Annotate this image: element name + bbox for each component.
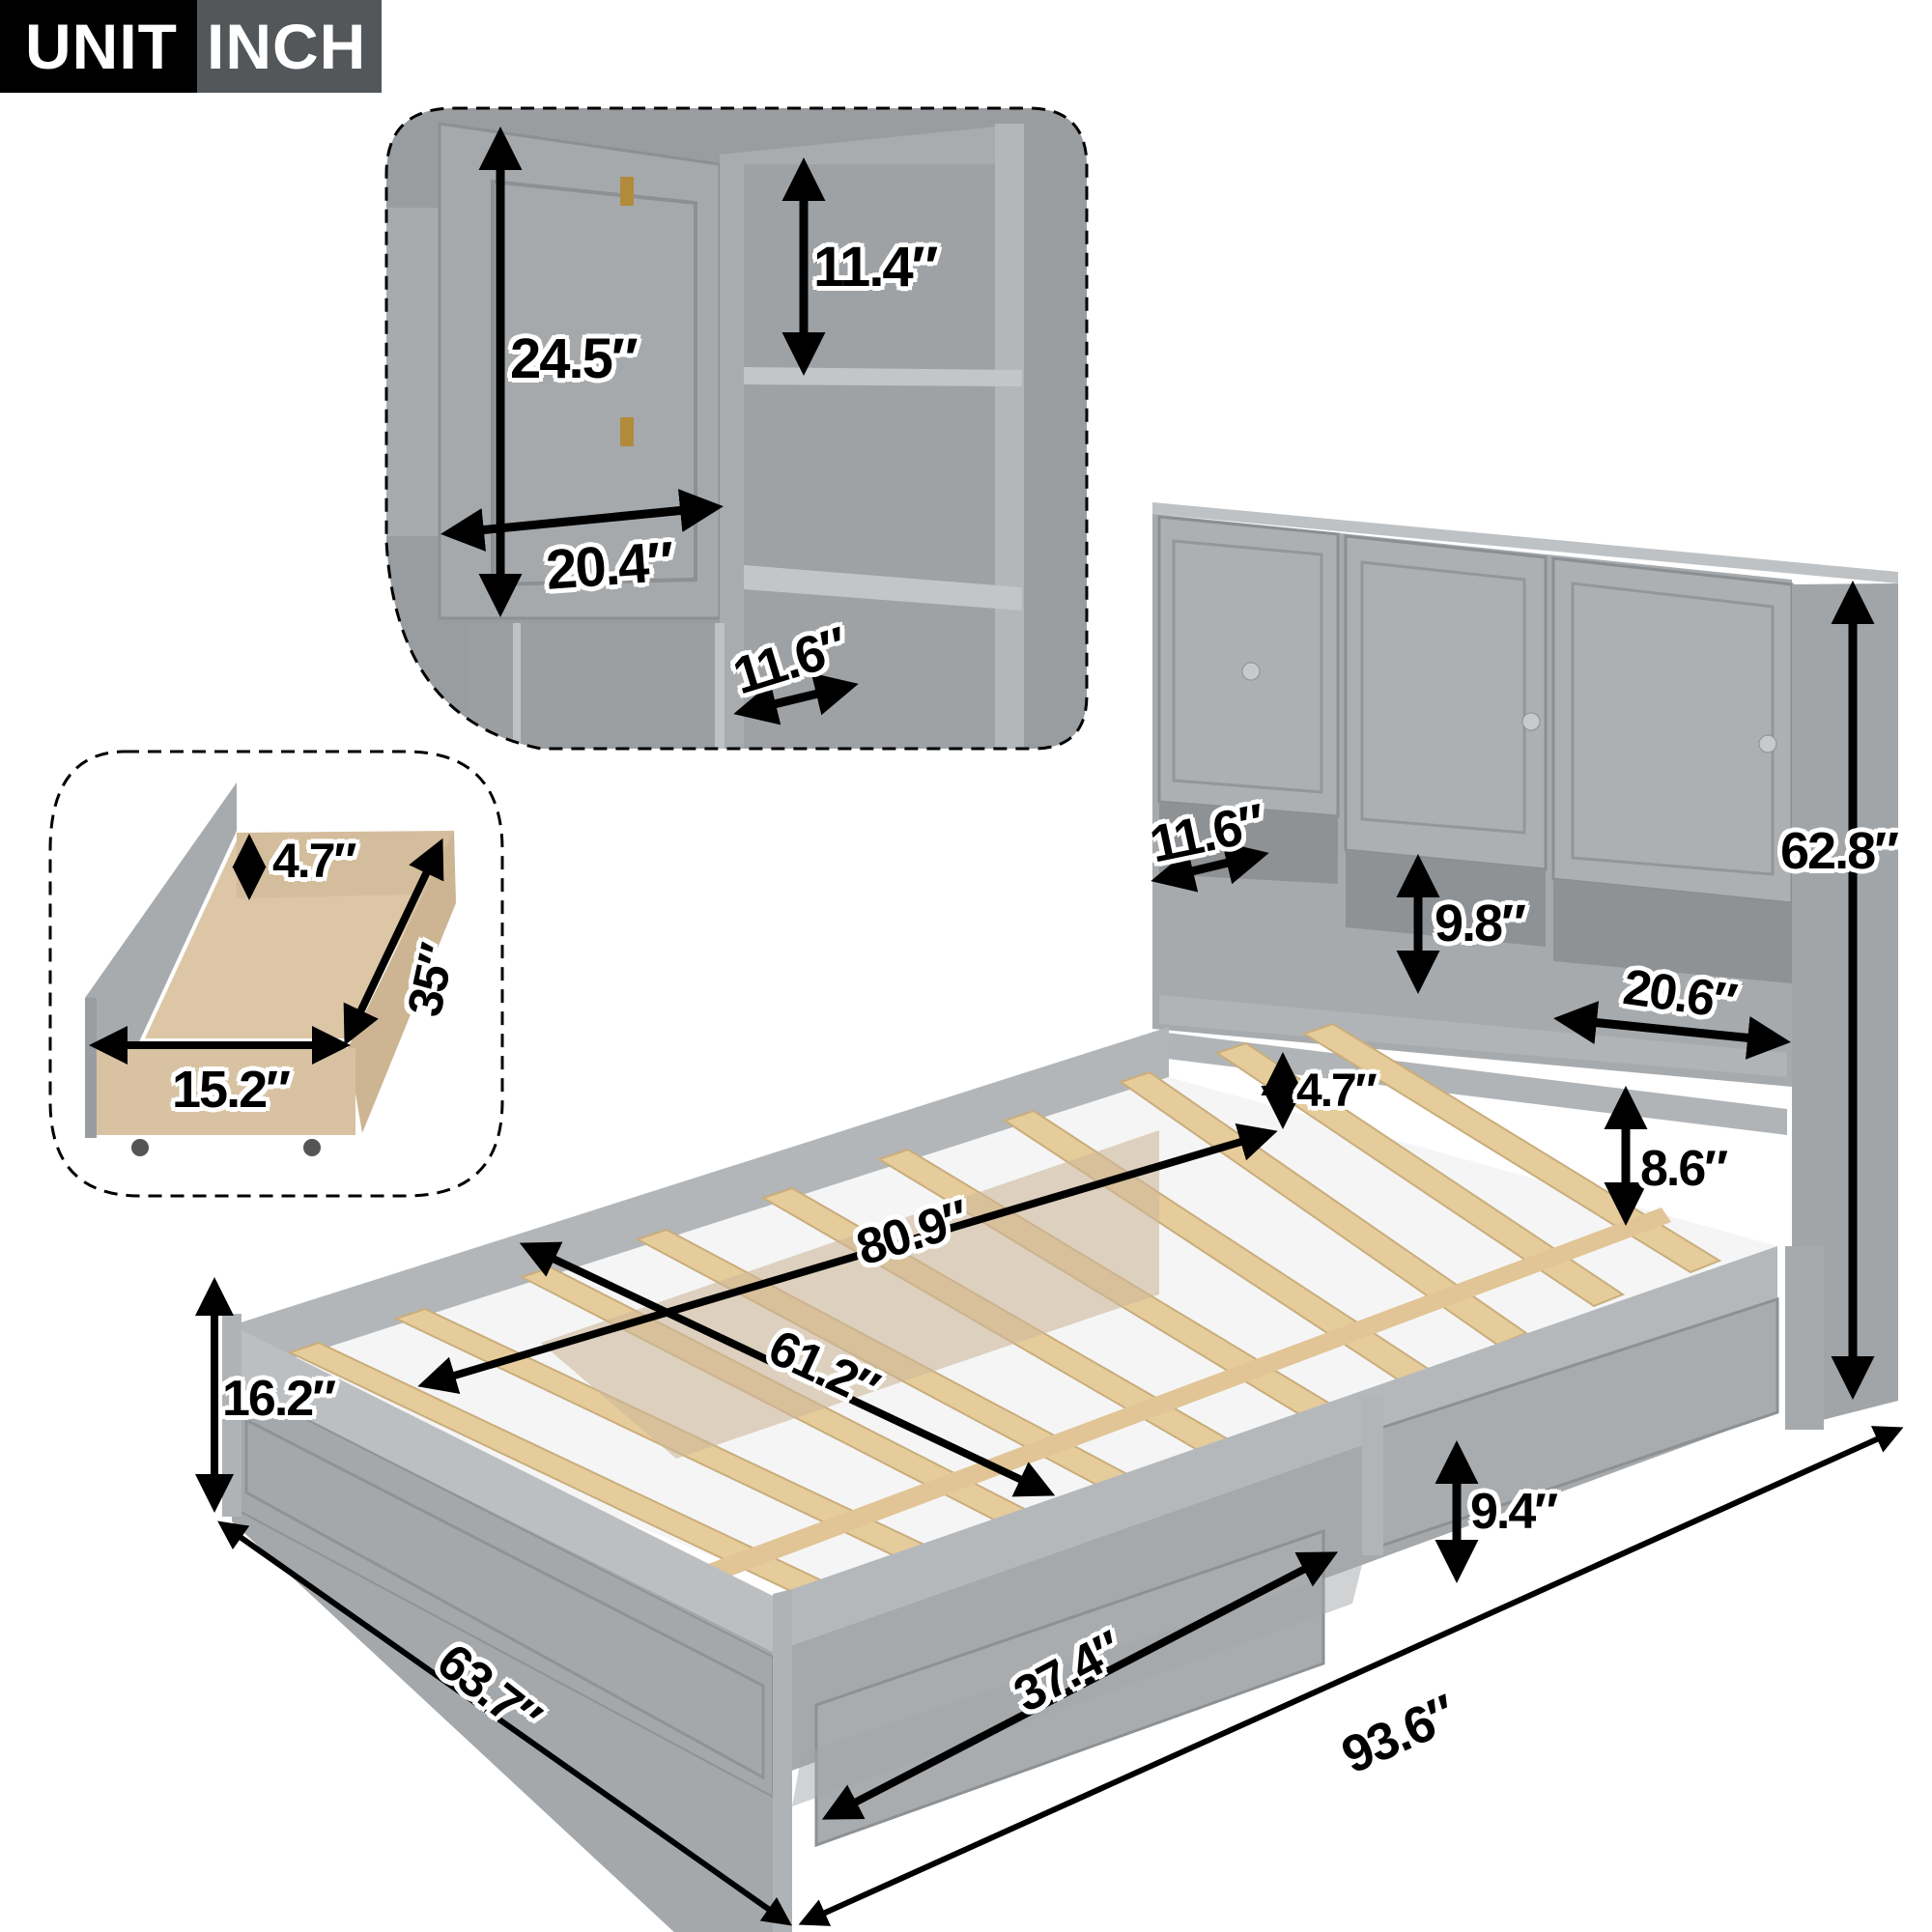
dim-arrow-door-width <box>440 489 724 552</box>
label-door-width: 20.4″ <box>544 529 674 602</box>
dim-arrow-headboard-depth <box>1151 841 1269 893</box>
dim-arrow-cubby-depth <box>733 672 859 725</box>
label-drawer-width: 15.2″ <box>172 1061 291 1119</box>
label-shelf-height: 11.4″ <box>813 236 938 298</box>
unit-badge: UNIT INCH <box>0 0 383 93</box>
cabinet-detail-callout <box>384 106 1089 751</box>
unit-label: UNIT <box>0 0 197 93</box>
dim-arrow-overall-length <box>798 1426 1904 1926</box>
label-side-drawer-height: 9.4″ <box>1470 1484 1558 1540</box>
label-door-height: 24.5″ <box>510 327 639 390</box>
dim-arrow-overall-width <box>217 1520 792 1926</box>
label-slat-clearance: 4.7″ <box>1296 1065 1378 1117</box>
drawer-detail-callout <box>48 750 504 1198</box>
label-rail-height: 8.6″ <box>1640 1141 1728 1197</box>
label-cubby-height: 9.8″ <box>1435 895 1526 952</box>
label-bed-height: 16.2″ <box>222 1371 336 1427</box>
label-total-height: 62.8″ <box>1780 822 1899 880</box>
unit-value: INCH <box>196 0 383 93</box>
label-drawer-height: 4.7″ <box>272 834 356 888</box>
dim-arrow-cubby-width <box>1553 1001 1791 1060</box>
main-dimension-arrows <box>195 581 1904 1926</box>
dim-arrow-drawer-length <box>343 838 444 1046</box>
